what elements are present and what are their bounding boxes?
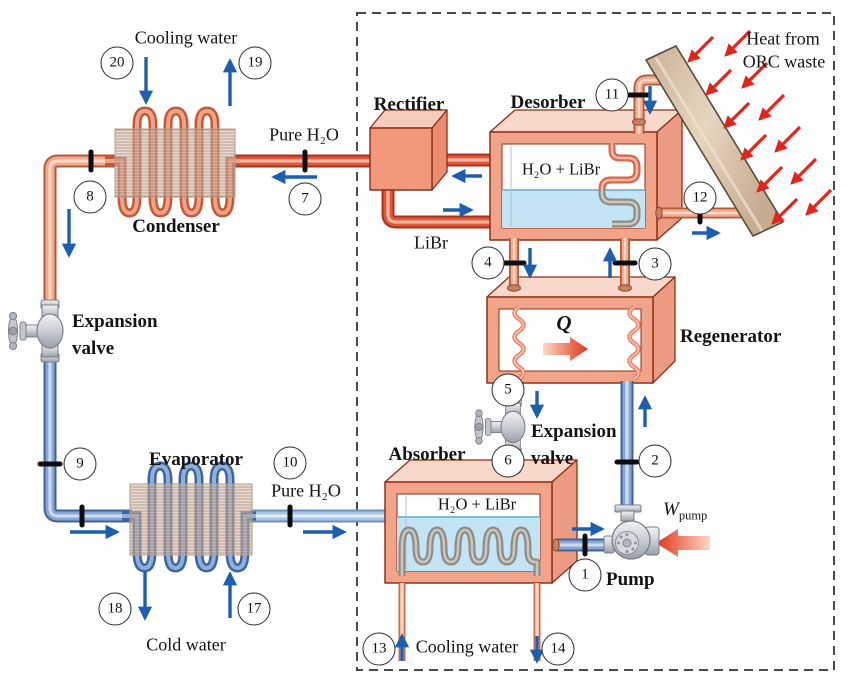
state-node-10: 10 [273, 446, 307, 480]
state-node-1: 1 [568, 558, 602, 592]
label-evaporator: Evaporator [149, 449, 243, 471]
label-desorber-solution: H₂O + LiBr [521, 159, 601, 179]
state-node-9: 9 [63, 447, 97, 481]
label-absorber-solution: H₂O + LiBr [437, 494, 517, 514]
label-pure-h2o-top: Pure H₂O [269, 124, 339, 145]
label-q-symbol: Q [556, 310, 572, 335]
expansion-valve-left-icon [8, 299, 64, 363]
label-cooling-water-top: Cooling water [134, 27, 238, 48]
rectifier-box [369, 109, 448, 191]
desorber-box [489, 109, 683, 241]
label-regenerator: Regenerator [680, 326, 782, 348]
state-node-19: 19 [238, 46, 272, 80]
state-node-8: 8 [73, 180, 107, 214]
label-rectifier: Rectifier [373, 94, 445, 116]
state-node-11: 11 [595, 78, 629, 112]
label-desorber: Desorber [510, 92, 586, 114]
absorber-box [384, 459, 578, 584]
state-node-20: 20 [100, 46, 134, 80]
label-cold-water: Cold water [146, 634, 226, 655]
state-node-17: 17 [237, 592, 271, 626]
state-point-ticks [37, 92, 703, 557]
label-expansion-left-1: Expansion [72, 311, 158, 333]
state-node-6: 6 [491, 444, 525, 478]
state-node-13: 13 [362, 632, 396, 666]
label-w-pump: Wpump [663, 499, 707, 523]
pump-icon [603, 504, 660, 560]
flow-arrows [61, 57, 721, 664]
label-expansion-right-2: valve [531, 448, 574, 470]
state-node-2: 2 [638, 444, 672, 478]
label-expansion-right-1: Expansion [531, 421, 617, 443]
condenser-block [114, 128, 236, 198]
label-absorber: Absorber [388, 444, 466, 466]
evaporator-block [129, 483, 253, 556]
regenerator-coils [512, 305, 641, 381]
state-node-3: 3 [638, 247, 672, 281]
state-node-12: 12 [683, 181, 717, 215]
state-node-4: 4 [471, 246, 505, 280]
label-cooling-water-bottom: Cooling water [415, 636, 519, 657]
state-node-14: 14 [541, 632, 575, 666]
state-node-5: 5 [491, 373, 525, 407]
w-pump-subscript: pump [678, 508, 708, 523]
label-pump: Pump [606, 569, 655, 591]
condenser-coil [105, 106, 240, 218]
w-pump-arrow [656, 529, 710, 557]
system-boundary [356, 12, 835, 671]
state-node-7: 7 [288, 182, 322, 216]
label-orc-waste: ORC waste [742, 51, 826, 72]
regenerator-box [486, 276, 676, 384]
label-expansion-left-2: valve [72, 338, 115, 360]
label-condenser: Condenser [132, 216, 220, 238]
q-heat-arrow [543, 337, 588, 361]
absorber-coil [398, 526, 541, 576]
state-node-18: 18 [98, 592, 132, 626]
heat-arrows [687, 29, 833, 225]
label-libr: LiBr [414, 232, 448, 253]
label-pure-h2o-bottom: Pure H₂O [271, 480, 341, 501]
label-heat-from: Heat from [746, 28, 820, 49]
evaporator-coil [122, 461, 256, 573]
w-pump-symbol: W [663, 498, 679, 520]
